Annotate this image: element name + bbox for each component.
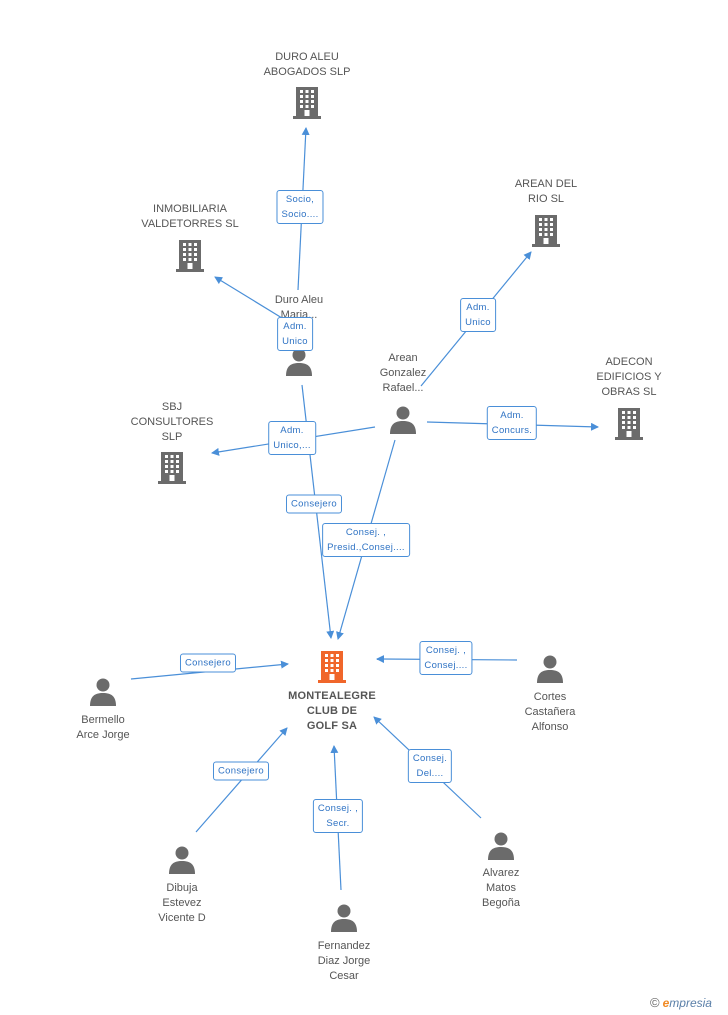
edge-label-cortes-to-main[interactable]: Consej. , Consej.... xyxy=(419,641,473,675)
brand-logo-e: e xyxy=(662,995,670,1010)
edge-label-fernandez-to-main[interactable]: Consej. , Secr. xyxy=(312,799,364,833)
brand-watermark: © empresia xyxy=(650,995,712,1010)
node-label-inmobiliaria[interactable]: INMOBILIARIA VALDETORRES SL xyxy=(141,203,239,230)
node-label-sbj[interactable]: SBJ CONSULTORES SLP xyxy=(130,401,214,443)
brand-logo-word: mpresia xyxy=(669,995,712,1010)
person-icon-dibuja[interactable] xyxy=(167,845,197,880)
brand-logo: empresia xyxy=(663,996,712,1010)
node-label-arean-del-rio[interactable]: AREAN DEL RIO SL xyxy=(514,178,578,205)
node-label-alvarez[interactable]: Alvarez Matos Begoña xyxy=(482,867,520,909)
node-label-adecon[interactable]: ADECON EDIFICIOS Y OBRAS SL xyxy=(596,356,662,398)
edge-label-duro_aleu_maria-to-sbj[interactable]: Adm. Unico,... xyxy=(268,421,316,455)
person-icon-fernandez[interactable] xyxy=(329,903,359,938)
node-label-main[interactable]: MONTEALEGRE CLUB DE GOLF SA xyxy=(288,690,376,732)
person-icon-cortes[interactable] xyxy=(535,654,565,689)
person-icon-arean-gonzalez[interactable] xyxy=(388,405,418,440)
building-icon-inmobiliaria[interactable] xyxy=(175,238,205,277)
edge-label-arean_gonzalez-to-main[interactable]: Consej. , Presid.,Consej.... xyxy=(322,523,410,557)
building-icon-sbj[interactable] xyxy=(157,450,187,489)
edge-label-dibuja-to-main[interactable]: Consejero xyxy=(212,761,270,781)
edge-label-duro_aleu_maria-to-inmobiliaria[interactable]: Adm. Unico xyxy=(277,317,313,351)
node-label-dibuja[interactable]: Dibuja Estevez Vicente D xyxy=(158,882,206,924)
building-icon-arean-del-rio[interactable] xyxy=(531,213,561,252)
building-icon-main[interactable] xyxy=(317,649,347,688)
edge-label-duro_aleu_maria-to-duro_aleu_abogados[interactable]: Socio, Socio.... xyxy=(276,190,324,224)
edge-label-alvarez-to-main[interactable]: Consej. Del.... xyxy=(407,749,453,783)
node-label-bermello[interactable]: Bermello Arce Jorge xyxy=(76,714,130,741)
copyright-symbol: © xyxy=(650,995,660,1010)
edge-label-duro_aleu_maria-to-main[interactable]: Consejero xyxy=(285,494,343,514)
person-icon-bermello[interactable] xyxy=(88,677,118,712)
node-label-arean-gonzalez[interactable]: Arean Gonzalez Rafael... xyxy=(379,352,427,394)
edge-label-arean_gonzalez-to-arean_del_rio[interactable]: Adm. Unico xyxy=(460,298,496,332)
node-label-duro-aleu-abogados[interactable]: DURO ALEU ABOGADOS SLP xyxy=(263,51,351,78)
person-icon-alvarez[interactable] xyxy=(486,831,516,866)
building-icon-duro-aleu-abogados[interactable] xyxy=(292,85,322,124)
edge-label-bermello-to-main[interactable]: Consejero xyxy=(179,653,237,673)
node-label-cortes[interactable]: Cortes Castañera Alfonso xyxy=(524,691,576,733)
edge-duro_aleu_maria-to-inmobiliaria xyxy=(214,276,283,319)
building-icon-adecon[interactable] xyxy=(614,406,644,445)
node-label-fernandez[interactable]: Fernandez Diaz Jorge Cesar xyxy=(317,940,371,982)
person-icon-duro-aleu-maria[interactable] xyxy=(284,347,314,382)
edge-label-arean_gonzalez-to-adecon[interactable]: Adm. Concurs. xyxy=(486,406,538,440)
